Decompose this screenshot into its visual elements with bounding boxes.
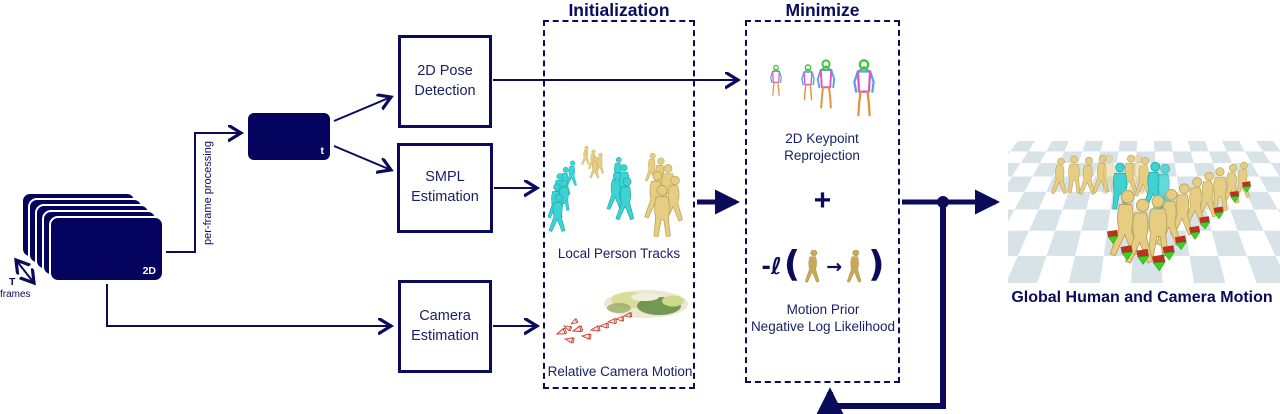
plus-sign: + <box>813 184 832 217</box>
frame-t-tag: t <box>320 145 325 157</box>
output-figures <box>1050 154 1252 272</box>
tracks-caption: Local Person Tracks <box>557 246 681 261</box>
pose-detection-label: 2D Pose Detection <box>414 62 476 99</box>
camera-frustum-trail <box>555 312 633 344</box>
junction-dot <box>937 196 949 208</box>
pose-detection-box: 2D Pose Detection <box>398 35 492 128</box>
smpl-estimation-label: SMPL Estimation <box>411 169 479 205</box>
current-frame: t <box>248 113 330 160</box>
stack-2d-tag: 2D <box>142 265 156 277</box>
close-paren: ) <box>868 244 885 285</box>
walking-person-icon <box>804 250 820 283</box>
walking-person-icon <box>846 250 862 283</box>
motion-prior-formula: -ℓ ( → ) <box>748 243 898 291</box>
local-person-tracks-image <box>548 145 684 238</box>
relative-camera-motion-image <box>555 290 688 344</box>
open-paren: ( <box>783 244 801 285</box>
output-caption: Global Human and Camera Motion <box>1011 289 1273 306</box>
camera-estimation-label: Camera Estimation <box>411 307 479 344</box>
initialization-title: Initialization <box>568 0 670 20</box>
keypoint-caption: 2D Keypoint Reprojection <box>784 131 860 163</box>
prior-caption: Motion Prior Negative Log Likelihood <box>750 302 896 334</box>
initialization-box <box>543 20 695 389</box>
minimize-title: Minimize <box>785 0 860 20</box>
camera-estimation-box: Camera Estimation <box>398 280 492 373</box>
stack-depth-sublabel: frames <box>0 289 31 300</box>
smpl-estimation-box: SMPL Estimation <box>397 143 493 233</box>
arrow-glyph: → <box>826 256 843 278</box>
camera-motion-caption: Relative Camera Motion <box>547 364 693 379</box>
per-frame-processing-label: per-frame processing <box>202 141 214 245</box>
neg-log-symbol: -ℓ <box>761 254 782 280</box>
stack-front-frame: 2D <box>49 216 164 282</box>
global-motion-render <box>1008 125 1280 283</box>
keypoint-skeletons-image <box>770 59 875 117</box>
minimize-box <box>745 20 900 383</box>
stack-depth-label: T <box>9 276 16 288</box>
